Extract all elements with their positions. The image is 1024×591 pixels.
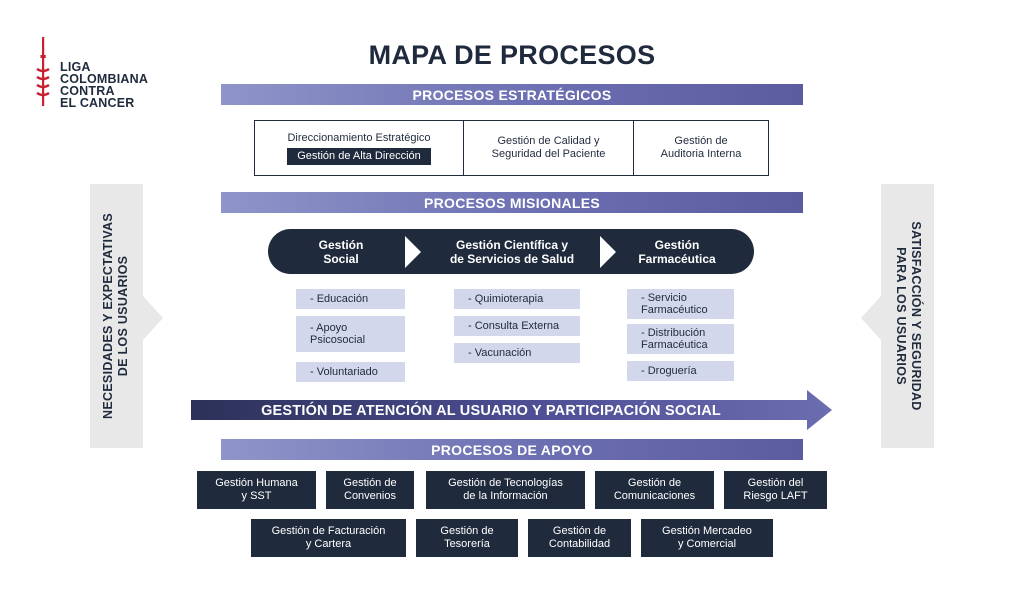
sub-item-vacunacion: - Vacunación <box>454 343 580 363</box>
strategic-box-auditoria: Gestión de Auditoria Interna <box>633 121 768 175</box>
missional-process-line: Gestión <box>654 237 700 252</box>
strategic-box-line: Auditoria Interna <box>660 148 742 160</box>
logo-sword-icon <box>36 37 50 106</box>
support-box-line: y Cartera <box>305 538 352 550</box>
support-box-line: Gestión de <box>440 525 494 537</box>
support-box-line: y SST <box>241 490 272 502</box>
strategic-box-direccionamiento: Direccionamiento Estratégico Gestión de … <box>255 121 463 175</box>
section-bar-missional: PROCESOS MISIONALES <box>221 192 803 213</box>
chevron-right-icon <box>405 236 421 268</box>
side-panel-right-label: SATISFACCIÓN Y SEGURIDAD PARA LOS USUARI… <box>893 221 923 410</box>
missional-process-line: Farmacéutica <box>638 251 716 266</box>
sub-item-line: - Distribución <box>641 327 706 339</box>
support-box-line: Gestión del <box>747 477 804 489</box>
logo-line: COLOMBIANA <box>60 72 149 86</box>
user-attention-arrow-label: GESTIÓN DE ATENCIÓN AL USUARIO Y PARTICI… <box>261 403 721 419</box>
side-panel-left <box>90 184 143 448</box>
side-panel-right-pointer <box>861 296 881 340</box>
side-label-line: NECESIDADES Y EXPECTATIVAS <box>101 213 115 419</box>
user-attention-arrow <box>191 390 832 430</box>
section-bar-support: PROCESOS DE APOYO <box>221 439 803 460</box>
support-box-line: Gestión de Facturación <box>271 525 386 537</box>
section-bar-strategic: PROCESOS ESTRATÉGICOS <box>221 84 803 105</box>
side-panel-right <box>881 184 934 448</box>
support-box-line: Gestión Humana <box>215 477 298 489</box>
support-box-line: y Comercial <box>677 538 737 550</box>
strategic-boxes: Direccionamiento Estratégico Gestión de … <box>254 120 769 176</box>
sub-item-servicio-farmaceutico: - Servicio Farmacéutico <box>627 289 734 319</box>
side-label-line: DE LOS USUARIOS <box>116 255 130 377</box>
support-box-line: Tesorería <box>444 538 490 550</box>
strategic-box-subtitle: Gestión de Alta Dirección <box>287 147 431 165</box>
support-box-line: Comunicaciones <box>613 490 696 502</box>
sub-item-line: - Apoyo <box>310 322 348 334</box>
missional-process-line: Social <box>323 251 359 266</box>
strategic-box-line: Gestión de <box>674 135 728 147</box>
logo-line: LIGA <box>60 60 91 74</box>
missional-process-farmaceutica: Gestión Farmacéutica <box>618 229 736 274</box>
support-box-line: Gestión de <box>343 477 397 489</box>
missional-process-cientifica: Gestión Científica y de Servicios de Sal… <box>426 229 598 274</box>
side-panel-left-label: NECESIDADES Y EXPECTATIVAS DE LOS USUARI… <box>101 213 131 419</box>
sub-item-drogueria: - Droguería <box>627 361 734 381</box>
strategic-box-line: Gestión de Calidad y <box>497 135 600 147</box>
side-panel-left-pointer <box>143 296 163 340</box>
strategic-box-title: Direccionamiento Estratégico <box>287 131 431 144</box>
sub-item-distribucion-farmaceutica: - Distribución Farmacéutica <box>627 324 734 354</box>
missional-process-line: de Servicios de Salud <box>449 251 575 266</box>
strategic-box-line: Seguridad del Paciente <box>491 148 606 160</box>
sub-item-line: - Servicio <box>641 292 687 304</box>
logo-line: CONTRA <box>60 84 115 98</box>
sub-item-quimioterapia: - Quimioterapia <box>454 289 580 309</box>
sub-item-educacion: - Educación <box>296 289 405 309</box>
chevron-right-icon <box>600 236 616 268</box>
logo-line: EL CANCER <box>60 96 135 110</box>
support-box-line: Gestión de <box>627 477 682 489</box>
missional-process-line: Gestión Científica y <box>455 237 569 252</box>
support-box-line: Gestión de <box>552 525 607 537</box>
support-box-line: Contabilidad <box>548 538 611 550</box>
support-box-line: de la Información <box>463 490 548 502</box>
missional-process-social: Gestión Social <box>278 229 404 274</box>
missional-process-line: Gestión <box>318 237 364 252</box>
sub-item-voluntariado: - Voluntariado <box>296 362 405 382</box>
sub-item-line: Psicosocial <box>310 334 366 346</box>
page-title: MAPA DE PROCESOS <box>368 40 656 70</box>
sub-item-line: Farmacéutico <box>641 304 708 316</box>
sub-item-line: Farmacéutica <box>641 339 708 351</box>
side-label-line: SATISFACCIÓN Y SEGURIDAD <box>909 221 923 411</box>
sub-item-consulta-externa: - Consulta Externa <box>454 316 580 336</box>
missional-flow-pill <box>268 229 754 274</box>
logo-text: LIGA COLOMBIANA CONTRA EL CANCER <box>60 60 149 110</box>
strategic-box-calidad: Gestión de Calidad y Seguridad del Pacie… <box>463 121 633 175</box>
support-box-line: Gestión de Tecnologías <box>448 477 563 489</box>
support-box-line: Convenios <box>344 490 396 502</box>
side-label-line: PARA LOS USUARIOS <box>894 247 908 385</box>
support-box-line: Riesgo LAFT <box>743 490 808 502</box>
support-box-line: Gestión Mercadeo <box>662 525 752 537</box>
sub-item-apoyo-psicosocial: - Apoyo Psicosocial <box>296 316 405 352</box>
